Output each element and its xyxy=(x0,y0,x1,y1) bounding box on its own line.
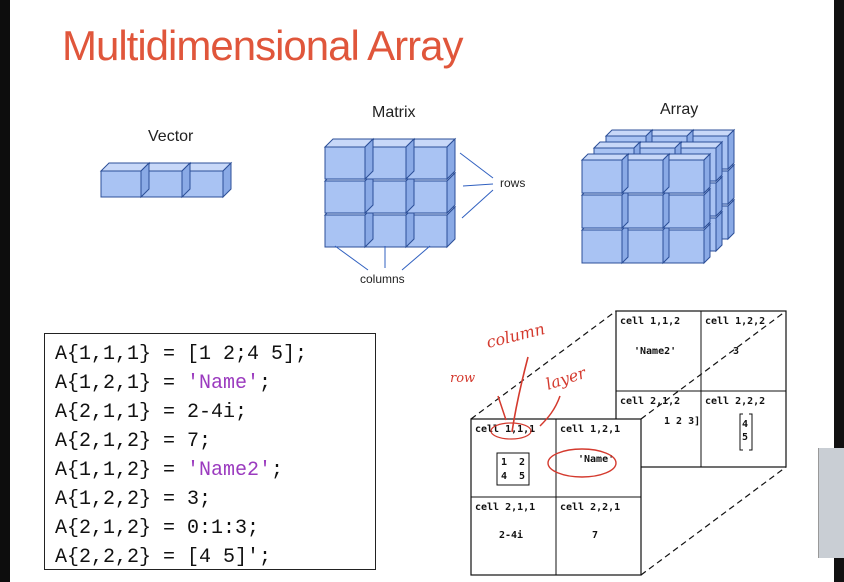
code-line: A{2,1,2} = 7; xyxy=(55,427,375,456)
back-cell-label: cell 1,1,2 xyxy=(620,316,680,327)
back-cell-content: 'Name2' xyxy=(634,346,676,357)
code-line: A{2,2,2} = [4 5]'; xyxy=(55,543,375,572)
code-text: A{2,1,2} = 7; xyxy=(55,430,212,453)
code-string: 'Name2' xyxy=(187,459,272,482)
annotation-stroke xyxy=(497,395,507,421)
front-matrix-value: 4 xyxy=(501,471,507,482)
code-text: ; xyxy=(259,372,272,395)
front-cell-label: cell 2,1,1 xyxy=(475,502,535,513)
slide-title: Multidimensional Array xyxy=(62,22,464,69)
side-thumbnail[interactable] xyxy=(818,448,844,558)
back-cell-content: 1 2 3] xyxy=(664,416,700,427)
vector-cell xyxy=(99,161,151,199)
annotation-stroke xyxy=(539,395,561,427)
columns-arrow xyxy=(334,245,369,271)
left-border xyxy=(0,0,10,582)
front-matrix-box xyxy=(496,452,530,486)
rows-arrow xyxy=(462,183,494,187)
front-cell-content: 7 xyxy=(592,530,598,541)
matrix-cell xyxy=(323,137,375,181)
perspective-line xyxy=(640,466,787,576)
code-text: ; xyxy=(271,459,284,482)
back-matrix-bracket xyxy=(739,413,753,451)
array-cell xyxy=(621,152,671,195)
code-line: A{1,2,2} = 3; xyxy=(55,485,375,514)
back-cell-label: cell 2,1,2 xyxy=(620,396,680,407)
perspective-line xyxy=(640,310,787,420)
back-cell-label: cell 2,2,2 xyxy=(705,396,765,407)
code-box: A{1,1,1} = [1 2;4 5];A{1,2,1} = 'Name';A… xyxy=(44,333,376,570)
front-matrix-value: 2 xyxy=(519,457,525,468)
front-matrix-value: 1 xyxy=(501,457,507,468)
right-border xyxy=(834,0,844,582)
front-matrix-value: 5 xyxy=(519,471,525,482)
matrix-label: Matrix xyxy=(372,104,416,121)
code-text: A{2,1,2} = 0:1:3; xyxy=(55,517,260,540)
array-cell xyxy=(580,152,630,195)
front-cell-content: 'Name' xyxy=(578,454,614,465)
annotation-layer: layer xyxy=(543,363,589,394)
front-cell-label: cell 1,1,1 xyxy=(475,424,535,435)
back-matrix-value: 5 xyxy=(742,432,748,443)
vector-cell xyxy=(181,161,233,199)
array-cell xyxy=(662,152,712,195)
front-cell-content: 2-4i xyxy=(499,529,523,541)
annotation-circle xyxy=(490,422,532,440)
code-text: A{1,1,2} = xyxy=(55,459,188,482)
code-line: A{1,2,1} = 'Name'; xyxy=(55,369,375,398)
code-line: A{1,1,2} = 'Name2'; xyxy=(55,456,375,485)
back-cell-content: 3 xyxy=(733,346,739,357)
code-text: A{1,2,1} = xyxy=(55,372,188,395)
columns-arrow xyxy=(401,245,431,271)
vector-label: Vector xyxy=(148,128,194,145)
rows-arrow xyxy=(459,152,494,179)
code-line: A{1,1,1} = [1 2;4 5]; xyxy=(55,340,375,369)
columns-label: columns xyxy=(360,272,405,286)
annotation-row: row xyxy=(450,371,475,386)
front-cell-label: cell 1,2,1 xyxy=(560,424,620,435)
code-line: A{2,1,2} = 0:1:3; xyxy=(55,514,375,543)
annotation-column: column xyxy=(484,319,546,352)
code-text: A{2,2,2} = [4 5]'; xyxy=(55,546,272,569)
code-string: 'Name' xyxy=(187,372,260,395)
watermark: CSDN @不拘于时. xyxy=(678,556,796,572)
code-line: A{2,1,1} = 2-4i; xyxy=(55,398,375,427)
code-text: A{1,1,1} = [1 2;4 5]; xyxy=(55,343,308,366)
front-cell-label: cell 2,2,1 xyxy=(560,502,620,513)
rows-arrow xyxy=(461,189,494,219)
array-label: Array xyxy=(660,101,699,118)
back-matrix-value: 4 xyxy=(742,419,748,430)
back-cell-label: cell 1,2,2 xyxy=(705,316,765,327)
annotation-circle xyxy=(547,448,617,478)
code-text: A{2,1,1} = 2-4i; xyxy=(55,401,248,424)
annotation-stroke xyxy=(511,356,529,433)
perspective-line xyxy=(470,310,617,420)
rows-label: rows xyxy=(500,176,526,190)
code-text: A{1,2,2} = 3; xyxy=(55,488,212,511)
